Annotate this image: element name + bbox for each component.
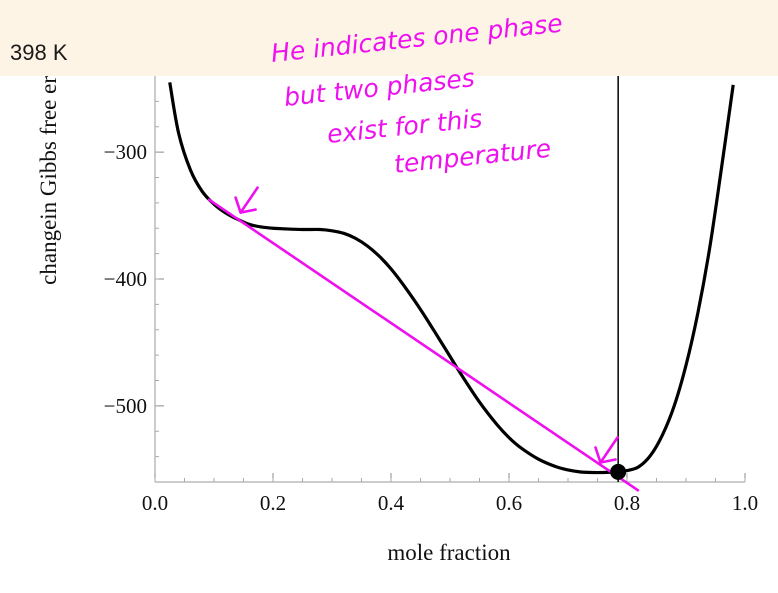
minimum-point — [610, 463, 627, 480]
y-tick-label: −300 — [104, 140, 147, 164]
tick-labels: 0.0 0.2 0.4 0.6 0.8 1.0 −300 −400 −500 — [104, 140, 758, 515]
arrow-shaft — [239, 186, 259, 214]
axes-frame — [154, 76, 745, 483]
arrow-shaft — [599, 436, 619, 464]
plot-panel: 0.0 0.2 0.4 0.6 0.8 1.0 −300 −400 −500 mole frac… — [0, 76, 778, 593]
x-axis-title: mole fraction — [387, 540, 511, 565]
x-tick-label: 0.8 — [614, 491, 640, 515]
x-tick-label: 1.0 — [732, 491, 758, 515]
gibbs-energy-curve — [168, 82, 735, 475]
arrow-mark-1 — [234, 186, 259, 214]
gibbs-free-energy-chart: 0.0 0.2 0.4 0.6 0.8 1.0 −300 −400 −500 mole frac… — [36, 76, 758, 565]
tangent-annotation — [207, 197, 640, 492]
arrow-head — [594, 446, 617, 464]
y-axis-title: changein Gibbs free er — [36, 76, 61, 285]
arrow-annotations — [234, 186, 619, 464]
temperature-label: 398 K — [10, 40, 68, 65]
y-tick-label: −400 — [104, 267, 147, 291]
series-curves — [168, 82, 735, 475]
x-tick-label: 0.2 — [260, 491, 286, 515]
arrow-head — [234, 196, 257, 214]
x-tick-label: 0.6 — [496, 491, 522, 515]
tick-marks — [154, 100, 746, 482]
x-tick-label: 0.0 — [142, 491, 168, 515]
y-tick-label: −500 — [104, 394, 147, 418]
arrow-mark-2 — [594, 436, 619, 464]
x-tick-label: 0.4 — [378, 491, 405, 515]
common-tangent-line — [207, 197, 640, 492]
minimum-marker — [610, 463, 627, 480]
annotation-line-1: He indicates one phase — [270, 9, 564, 68]
